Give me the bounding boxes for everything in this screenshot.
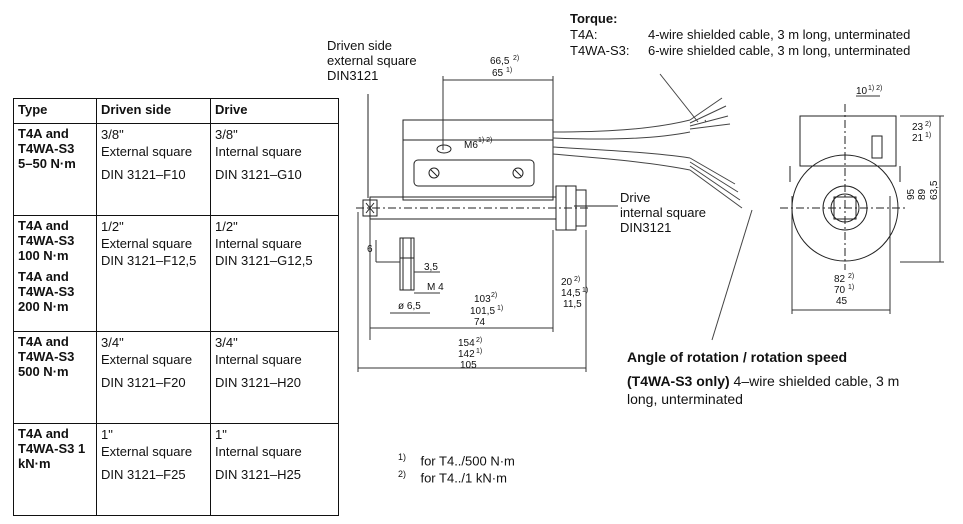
svg-text:1): 1) [506, 67, 512, 74]
torque-title: Torque: [570, 11, 618, 26]
table-header-row: Type Driven side Drive [13, 98, 339, 124]
dim-21: 21 [912, 133, 924, 144]
dim-89: 89 [917, 188, 928, 200]
row-driven: 1" External square DIN 3121–F25 [96, 423, 211, 516]
dim-70: 70 [834, 285, 846, 296]
svg-text:2): 2) [848, 273, 854, 280]
angle-desc-2: long, unterminated [627, 391, 743, 407]
svg-text:1) 2): 1) 2) [478, 137, 492, 144]
cables [552, 73, 753, 341]
row-drive: 3/8" Internal square DIN 3121–G10 [210, 123, 339, 216]
torque-t4a-key: T4A: [570, 27, 598, 42]
table-row: T4A and T4WA-S3 500 N·m 3/4" External sq… [13, 331, 339, 424]
footnote-1: 1) for T4../500 N·m [398, 452, 515, 469]
svg-text:2): 2) [476, 337, 482, 344]
dim-65: 65 [492, 68, 504, 79]
table-row: T4A and T4WA-S3 1 kN·m 1" External squar… [13, 423, 339, 516]
row-driven: 3/8" External square DIN 3121–F10 [96, 123, 211, 216]
dim-45: 45 [836, 296, 848, 307]
dim-82: 82 [834, 274, 846, 285]
dimension-lines [357, 76, 944, 372]
dim-m6: M6 [464, 140, 478, 151]
row-drive: 1/2" Internal square DIN 3121–G12,5 [210, 215, 339, 332]
svg-text:1): 1) [582, 287, 588, 294]
dim-20: 20 [561, 277, 573, 288]
sensor-body [356, 119, 590, 231]
torque-t4a-value: 4-wire shielded cable, 3 m long, untermi… [648, 27, 911, 42]
table-row: T4A and T4WA-S3 5–50 N·m 3/8" External s… [13, 123, 339, 216]
dim-23: 23 [912, 122, 924, 133]
svg-text:1): 1) [476, 348, 482, 355]
angle-title: Angle of rotation / rotation speed [627, 349, 848, 365]
row-type: T4A and T4WA-S3 5–50 N·m [13, 123, 97, 216]
table-row: T4A and T4WA-S3 100 N·m T4A and T4WA-S3 … [13, 215, 339, 332]
dim-14-5: 14,5 [561, 288, 581, 299]
row-drive: 3/4" Internal square DIN 3121–H20 [210, 331, 339, 424]
dim-m4: M 4 [427, 282, 444, 293]
driven-side-label: Driven side external square DIN3121 [327, 38, 417, 83]
dim-66-5: 66,5 [490, 56, 510, 67]
dim-95: 95 [906, 188, 917, 200]
dim-11-5: 11,5 [563, 299, 582, 310]
dimension-texts: 66,5 2) 65 1) M6 1) 2) 6 3,5 M 4 ø 6,5 1… [367, 55, 940, 371]
torque-t4wa-value: 6-wire shielded cable, 3 m long, untermi… [648, 43, 911, 58]
dim-101-5: 101,5 [470, 306, 495, 317]
header-driven-side: Driven side [96, 98, 211, 124]
angle-desc: (T4WA-S3 only) 4–wire shielded cable, 3 … [627, 373, 900, 389]
dim-74: 74 [474, 317, 486, 328]
row-type: T4A and T4WA-S3 500 N·m [13, 331, 97, 424]
spec-table: Type Driven side Drive T4A and T4WA-S3 5… [13, 98, 339, 516]
row-driven: 3/4" External square DIN 3121–F20 [96, 331, 211, 424]
dim-103: 103 [474, 294, 491, 305]
dim-10: 10 [856, 86, 868, 97]
front-view [780, 104, 905, 270]
dim-154: 154 [458, 338, 475, 349]
dim-142: 142 [458, 349, 475, 360]
row-drive: 1" Internal square DIN 3121–H25 [210, 423, 339, 516]
drive-label: Drive internal square DIN3121 [620, 190, 706, 235]
svg-text:2): 2) [491, 292, 497, 299]
svg-text:2): 2) [925, 121, 931, 128]
row-type: T4A and T4WA-S3 1 kN·m [13, 423, 97, 516]
svg-text:2): 2) [513, 55, 519, 62]
torque-t4wa-key: T4WA-S3: [570, 43, 630, 58]
svg-text:1): 1) [497, 305, 503, 312]
driven-square [362, 199, 378, 217]
dim-105: 105 [460, 360, 477, 371]
dim-63-5: 63,5 [929, 180, 940, 200]
svg-text:2): 2) [574, 276, 580, 283]
svg-text:1): 1) [925, 132, 931, 139]
footnote-2: 2) for T4../1 kN·m [398, 469, 507, 486]
dim-6: 6 [367, 244, 373, 255]
dim-6-5: ø 6,5 [398, 301, 421, 312]
m4-detail [399, 237, 415, 291]
svg-text:1): 1) [848, 284, 854, 291]
dim-3-5: 3,5 [424, 262, 438, 273]
header-type: Type [13, 98, 97, 124]
svg-text:1) 2): 1) 2) [868, 85, 882, 92]
